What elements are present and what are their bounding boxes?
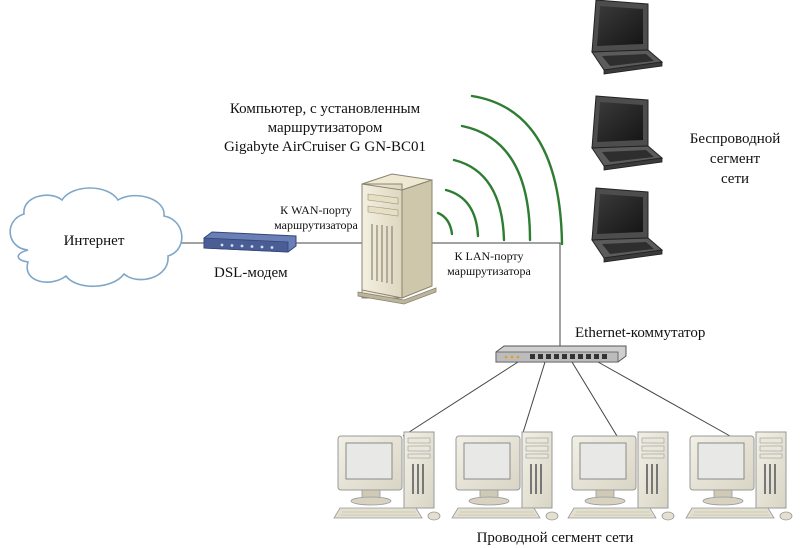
modem-icon — [203, 231, 297, 253]
server-caption-line-2: маршрутизатором — [267, 120, 383, 136]
wifi-icon — [436, 94, 564, 246]
switch-pc3-line — [571, 361, 618, 437]
server-icon — [357, 173, 437, 305]
wan-port-line-2: маршрутизатора — [274, 218, 358, 232]
switch-pc1-line — [402, 361, 519, 437]
internet-label: Интернет — [63, 233, 125, 249]
wireless-segment-line-3: сети — [720, 171, 750, 187]
lan-port-line-2: маршрутизатора — [447, 264, 531, 278]
wireless-segment-line-1: Беспроводной — [689, 131, 781, 147]
switch-icon — [495, 345, 627, 363]
dsl-modem-label: DSL-модем — [214, 265, 288, 281]
wireless-segment-line-2: сегмент — [709, 151, 761, 167]
switch-pc4-line — [597, 361, 731, 437]
connection-lines — [178, 242, 731, 437]
desktop-icon — [333, 431, 793, 521]
wired-segment-label: Проводной сегмент сети — [476, 530, 634, 546]
ethernet-switch-label: Ethernet-коммутатор — [575, 325, 706, 341]
server-switch-line — [430, 242, 561, 350]
server-caption-line-3: Gigabyte AirCruiser G GN-BC01 — [223, 139, 427, 155]
lan-port-line-1: К LAN-порту — [454, 249, 524, 263]
laptop-icon — [591, 0, 663, 263]
switch-pc2-line — [521, 361, 546, 437]
wan-port-line-1: К WAN-порту — [280, 203, 352, 217]
server-caption-line-1: Компьютер, с установленным — [229, 101, 421, 117]
cloud-icon — [9, 187, 183, 287]
